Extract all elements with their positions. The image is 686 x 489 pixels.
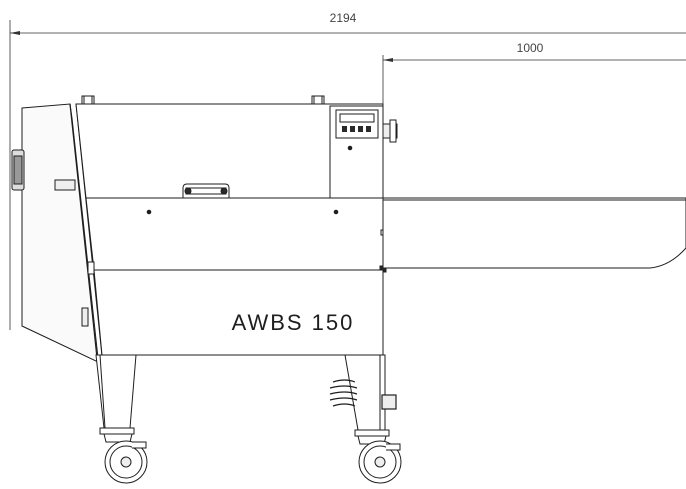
spring-assembly [329,379,397,410]
middle-band [85,197,384,271]
right-caster [354,429,402,484]
top-latch-right [311,95,325,105]
left-caster [99,427,148,484]
dimension-conveyor-label: 1000 [517,41,544,55]
dimension-overall-label: 2194 [330,11,357,25]
carry-handle [182,183,230,198]
top-latch-left [81,95,95,105]
left-leg [95,354,137,429]
conveyor-trough [382,197,686,269]
dimension-overall-width [9,20,686,330]
control-buttons [342,126,371,132]
dimension-conveyor-length [382,55,686,105]
indicator-dot [347,145,353,151]
machine-body [11,95,686,363]
model-label: AWBS 150 [232,310,355,335]
inlet-stub [54,179,76,191]
